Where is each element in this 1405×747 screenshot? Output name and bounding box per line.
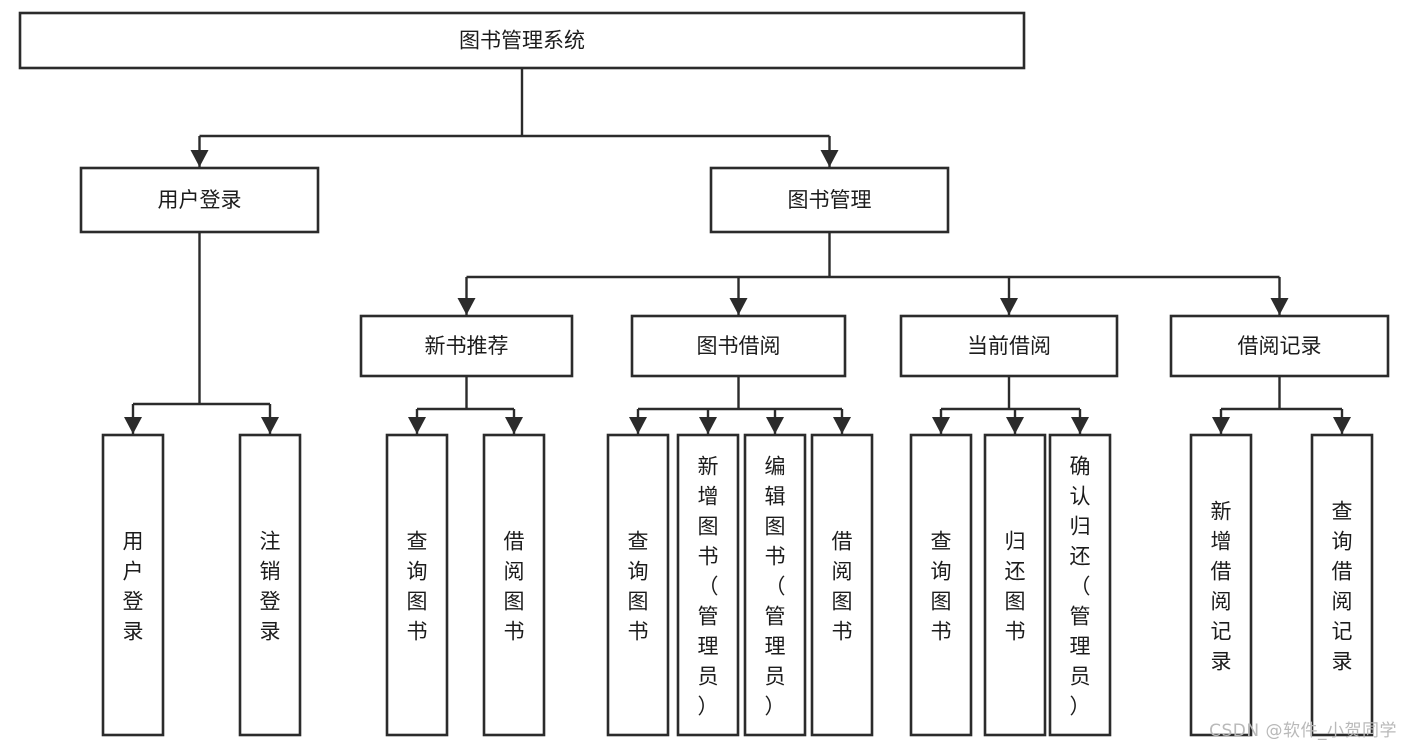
node-box bbox=[79, 166, 320, 234]
node-user-login[interactable]: 用户登录 bbox=[79, 166, 320, 234]
node-label: 借阅图书 bbox=[832, 529, 853, 643]
arrow-head-icon bbox=[505, 417, 523, 434]
node-leaf-add-borrow-record[interactable]: 新增借阅记录 bbox=[1189, 433, 1253, 737]
node-leaf-return-book[interactable]: 归还图书 bbox=[983, 433, 1047, 737]
node-box bbox=[709, 166, 950, 234]
node-label: 借阅图书 bbox=[504, 529, 525, 643]
arrow-head-icon bbox=[457, 298, 476, 315]
node-box bbox=[743, 433, 807, 737]
arrow-head-icon bbox=[1333, 417, 1351, 434]
node-box bbox=[983, 433, 1047, 737]
node-leaf-query-book-borrow[interactable]: 查询图书 bbox=[606, 433, 670, 737]
node-borrow-record[interactable]: 借阅记录 bbox=[1169, 314, 1390, 378]
node-box bbox=[359, 314, 574, 378]
node-box bbox=[482, 433, 546, 737]
node-label: 查询借阅记录 bbox=[1332, 499, 1353, 673]
node-label: 新增图书（管理员） bbox=[698, 454, 719, 718]
node-leaf-confirm-return-admin[interactable]: 确认归还（管理员） bbox=[1048, 433, 1112, 737]
node-leaf-borrow-book-rec[interactable]: 借阅图书 bbox=[482, 433, 546, 737]
node-current-borrow[interactable]: 当前借阅 bbox=[899, 314, 1119, 378]
node-leaf-user-logout[interactable]: 注销登录 bbox=[238, 433, 302, 737]
node-label: 查询图书 bbox=[407, 529, 428, 643]
arrow-head-icon bbox=[699, 417, 717, 434]
node-label: 借阅记录 bbox=[1238, 334, 1322, 358]
node-label: 新增借阅记录 bbox=[1211, 499, 1232, 673]
nodes-layer: 图书管理系统用户登录图书管理新书推荐图书借阅当前借阅借阅记录用户登录注销登录查询… bbox=[18, 11, 1390, 737]
node-label: 图书管理系统 bbox=[459, 29, 585, 53]
node-box bbox=[676, 433, 740, 737]
arrow-head-icon bbox=[833, 417, 851, 434]
arrow-head-icon bbox=[1006, 417, 1024, 434]
node-label: 用户登录 bbox=[158, 188, 242, 212]
node-box bbox=[606, 433, 670, 737]
node-leaf-add-book-admin[interactable]: 新增图书（管理员） bbox=[676, 433, 740, 737]
arrow-head-icon bbox=[1071, 417, 1089, 434]
node-box bbox=[1048, 433, 1112, 737]
node-root[interactable]: 图书管理系统 bbox=[18, 11, 1026, 70]
arrow-head-icon bbox=[1000, 298, 1018, 315]
node-label: 查询图书 bbox=[931, 529, 952, 643]
node-label: 查询图书 bbox=[628, 529, 649, 643]
node-label: 注销登录 bbox=[260, 529, 281, 643]
arrow-head-icon bbox=[261, 417, 279, 434]
node-box bbox=[1169, 314, 1390, 378]
arrow-head-icon bbox=[124, 417, 142, 434]
node-leaf-borrow-book[interactable]: 借阅图书 bbox=[810, 433, 874, 737]
node-box bbox=[630, 314, 847, 378]
node-label: 用户登录 bbox=[123, 529, 144, 643]
node-book-manage[interactable]: 图书管理 bbox=[709, 166, 950, 234]
node-label: 当前借阅 bbox=[967, 334, 1051, 358]
arrow-head-icon bbox=[190, 150, 209, 167]
arrow-head-icon bbox=[1212, 417, 1230, 434]
node-label: 编辑图书（管理员） bbox=[765, 454, 786, 718]
node-box bbox=[18, 11, 1026, 70]
arrow-head-icon bbox=[408, 417, 426, 434]
node-label: 归还图书 bbox=[1005, 529, 1026, 643]
node-box bbox=[899, 314, 1119, 378]
arrow-head-icon bbox=[1270, 298, 1289, 315]
node-box bbox=[810, 433, 874, 737]
node-label: 确认归还（管理员） bbox=[1070, 454, 1091, 718]
node-leaf-user-login[interactable]: 用户登录 bbox=[101, 433, 165, 737]
arrow-head-icon bbox=[820, 150, 839, 167]
node-leaf-query-book-current[interactable]: 查询图书 bbox=[909, 433, 973, 737]
arrow-head-icon bbox=[629, 417, 647, 434]
arrow-head-icon bbox=[729, 298, 748, 315]
node-leaf-query-borrow-record[interactable]: 查询借阅记录 bbox=[1310, 433, 1374, 737]
node-box bbox=[101, 433, 165, 737]
node-box bbox=[1189, 433, 1253, 737]
arrow-head-icon bbox=[932, 417, 950, 434]
node-label: 图书管理 bbox=[788, 188, 872, 212]
node-leaf-query-book-rec[interactable]: 查询图书 bbox=[385, 433, 449, 737]
node-new-book-recommend[interactable]: 新书推荐 bbox=[359, 314, 574, 378]
node-box bbox=[1310, 433, 1374, 737]
node-box bbox=[385, 433, 449, 737]
node-label: 新书推荐 bbox=[425, 334, 509, 358]
arrow-head-icon bbox=[766, 417, 784, 434]
node-box bbox=[238, 433, 302, 737]
node-box bbox=[909, 433, 973, 737]
connectors-layer bbox=[124, 68, 1351, 434]
node-label: 图书借阅 bbox=[697, 334, 781, 358]
node-book-borrow[interactable]: 图书借阅 bbox=[630, 314, 847, 378]
node-leaf-edit-book-admin[interactable]: 编辑图书（管理员） bbox=[743, 433, 807, 737]
